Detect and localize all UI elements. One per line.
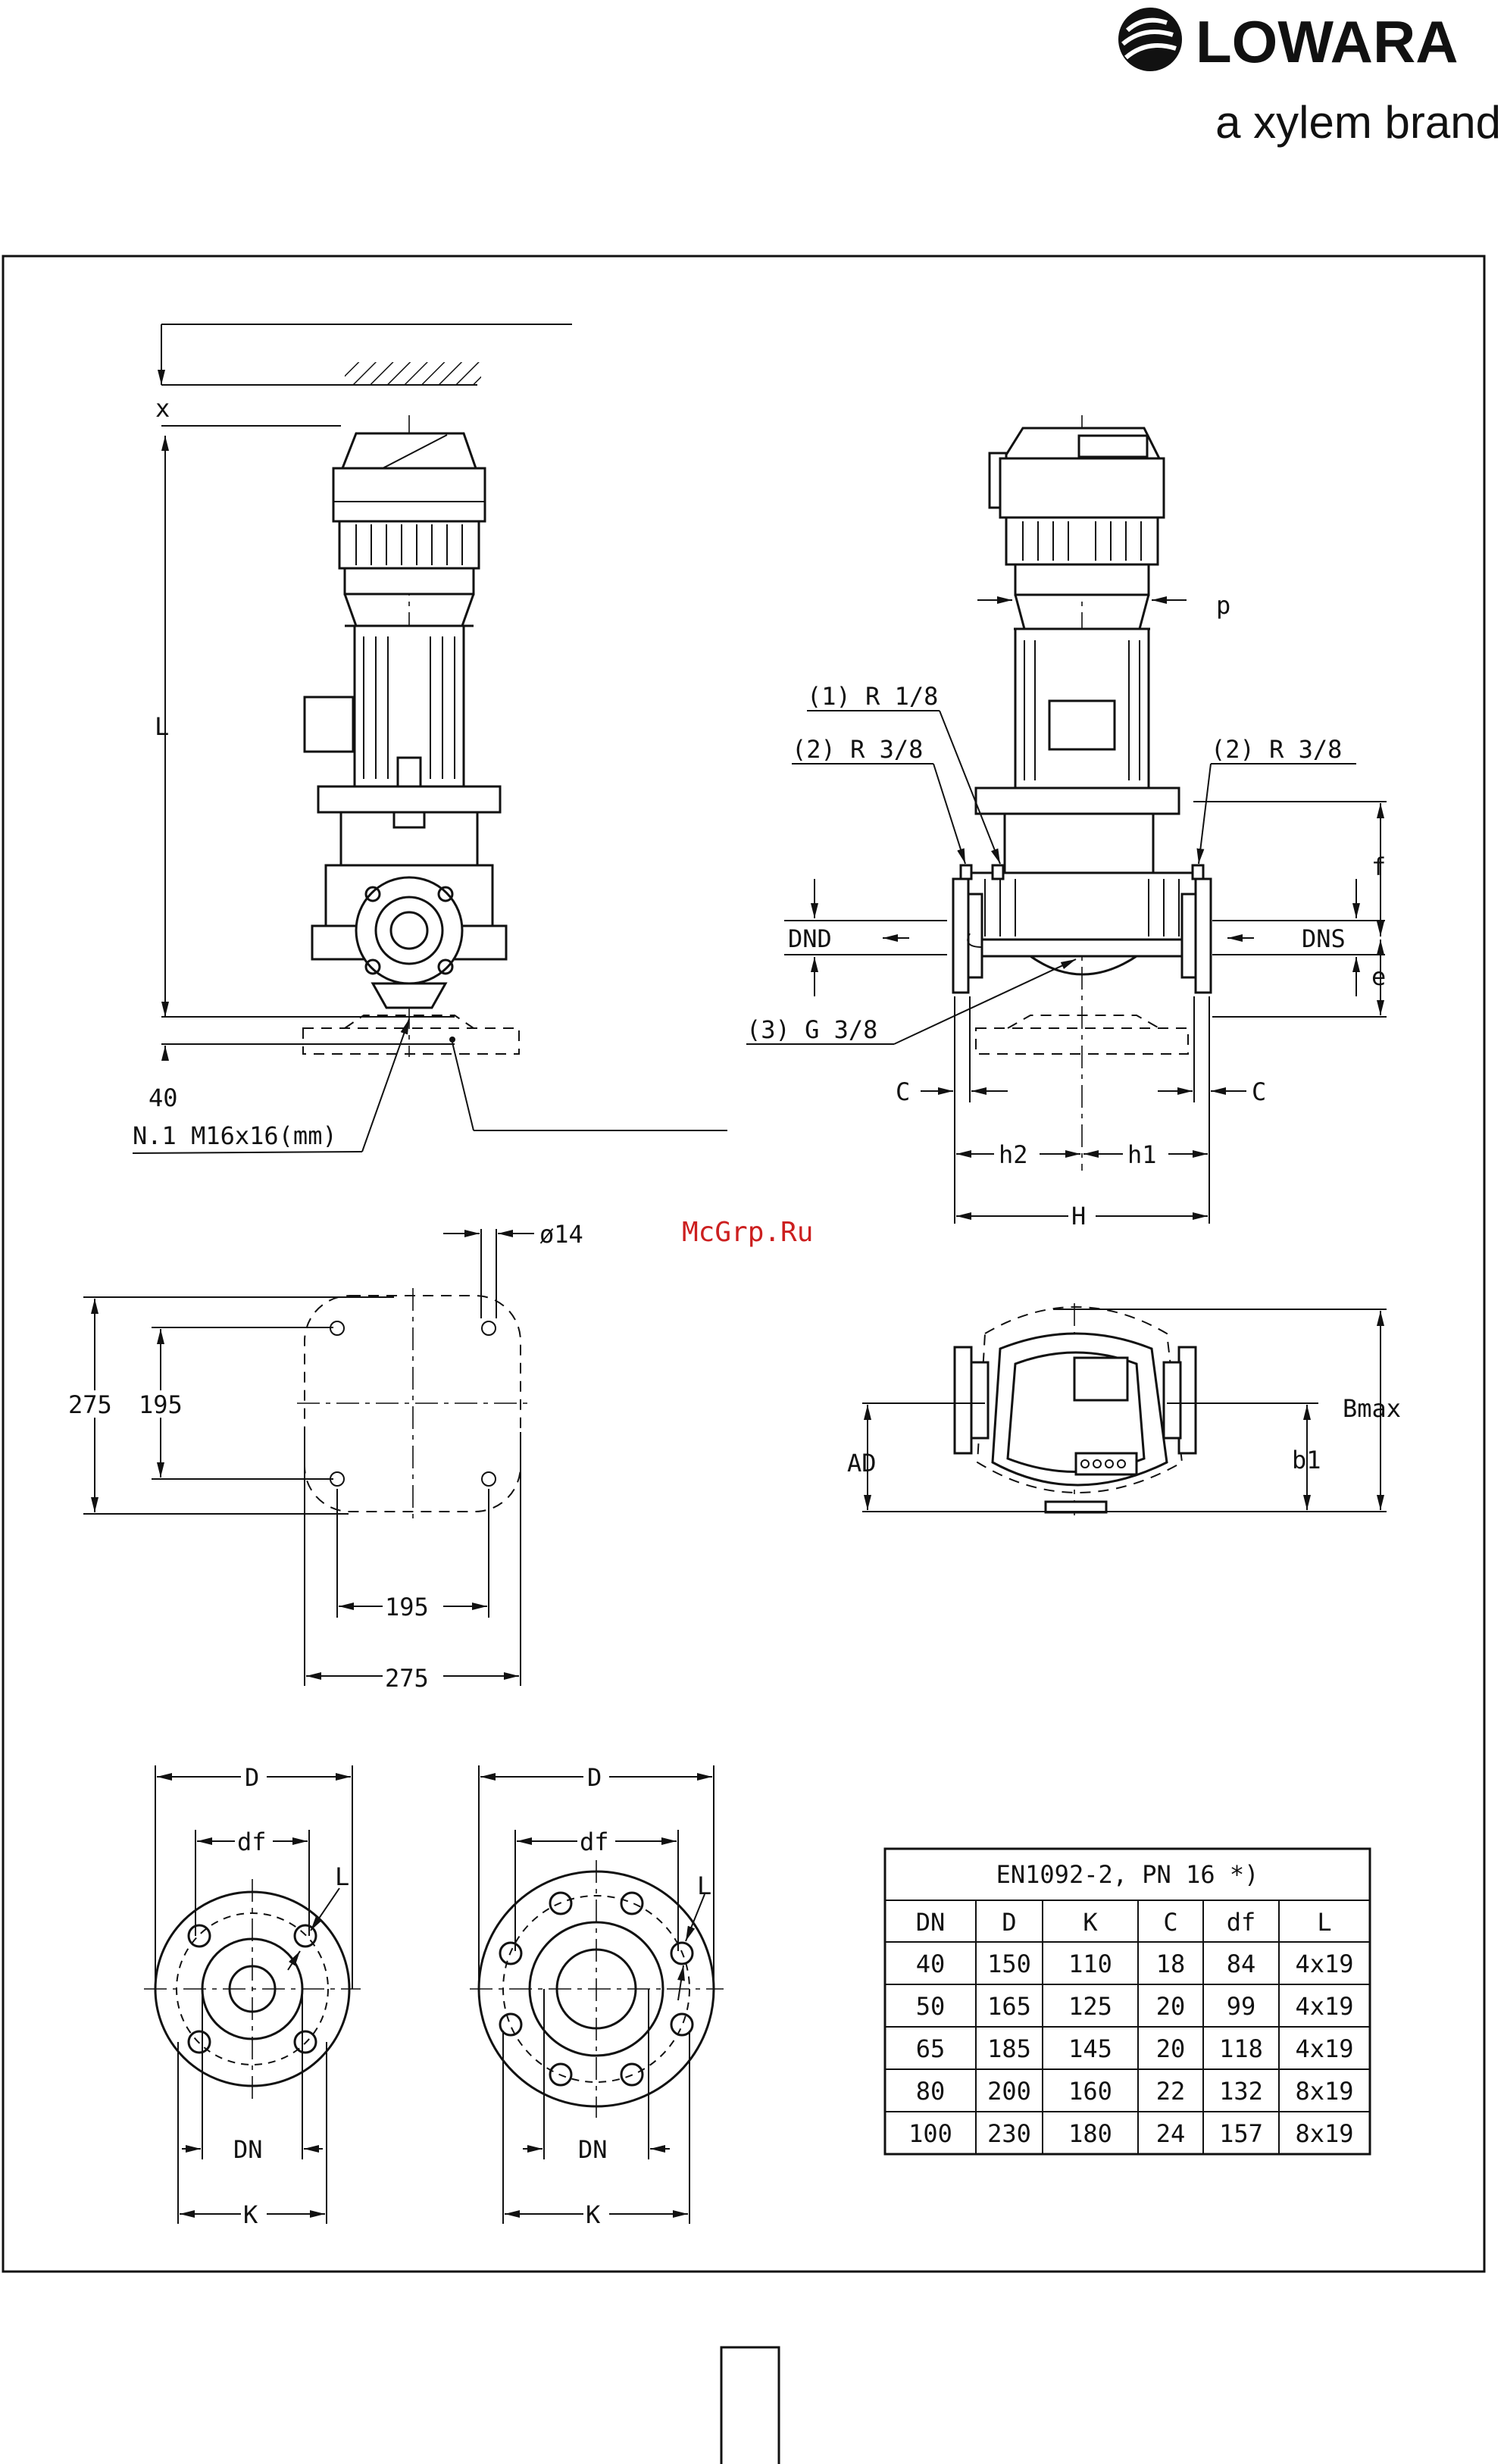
table-cell: 4x19 (1295, 2034, 1353, 2063)
lowara-logo: LOWARA (1118, 8, 1459, 75)
table-title: EN1092-2, PN 16 *) (996, 1860, 1259, 1889)
lowara-swirl-icon (1118, 8, 1182, 71)
table-cell: 65 (916, 2034, 946, 2063)
label-bmax: Bmax (1343, 1394, 1401, 1423)
table-cell: 230 (987, 2119, 1031, 2148)
label-275-horizontal: 275 (385, 1664, 429, 1693)
table-cell: 118 (1219, 2034, 1263, 2063)
table-border (883, 1847, 1371, 2156)
label-c-right: C (1252, 1077, 1266, 1106)
table-cell: 4x19 (1295, 1950, 1353, 1978)
flange4-label-D: D (245, 1763, 259, 1792)
table-cell: 99 (1227, 1992, 1256, 2021)
drawing-frame (2, 255, 1486, 2273)
pump-top-view: Bmax b1 AD (847, 1303, 1401, 1515)
label-r38-right: (2) R 3/8 (1211, 735, 1342, 764)
table-cell: 185 (987, 2034, 1031, 2063)
pump-side-view: x L 40 (132, 324, 727, 1154)
table-cell: 84 (1227, 1950, 1256, 1978)
table-cell: 110 (1068, 1950, 1112, 1978)
label-e: e (1371, 962, 1386, 991)
label-ad: AD (847, 1449, 877, 1477)
label-f: f (1371, 852, 1386, 881)
table-cell: 132 (1219, 2077, 1263, 2106)
label-h1: h1 (1127, 1140, 1157, 1169)
table-column-header: D (1002, 1908, 1016, 1937)
terminal-box-front (1048, 699, 1116, 751)
flange-4-hole: D df L DN K (144, 1762, 361, 2229)
brand-name: LOWARA (1196, 8, 1459, 75)
table-cell: 100 (908, 2119, 952, 2148)
table-column-header: DN (916, 1908, 946, 1937)
flange8-label-df: df (580, 1828, 609, 1856)
flange4-label-df: df (237, 1828, 267, 1856)
page-number-box (720, 2346, 780, 2464)
flange4-label-L: L (335, 1862, 349, 1891)
label-h2: h2 (999, 1140, 1028, 1169)
flange8-label-D: D (587, 1763, 602, 1792)
label-195-horizontal: 195 (385, 1593, 429, 1621)
table-cell: 8x19 (1295, 2077, 1353, 2106)
label-dns: DNS (1302, 924, 1346, 953)
table-cell: 24 (1156, 2119, 1186, 2148)
flange8-label-DN: DN (578, 2135, 608, 2164)
base-plan-view: ø14 275 195 195 275 (64, 1220, 583, 1693)
table-cell: 145 (1068, 2034, 1112, 2063)
flange8-label-L: L (697, 1871, 711, 1900)
label-c-left: C (896, 1077, 910, 1106)
table-cell: 50 (916, 1992, 946, 2021)
table-cell: 165 (987, 1992, 1031, 2021)
label-195-vertical: 195 (139, 1390, 183, 1419)
label-r18: (1) R 1/8 (807, 682, 938, 711)
table-cell: 22 (1156, 2077, 1186, 2106)
terminal-box (303, 696, 355, 753)
table-cell: 200 (987, 2077, 1031, 2106)
table-cell: 157 (1219, 2119, 1263, 2148)
label-x: x (155, 394, 170, 423)
inlet-flange (355, 876, 464, 985)
flange4-label-DN: DN (233, 2135, 263, 2164)
table-column-header: K (1083, 1908, 1098, 1937)
table-cell: 4x19 (1295, 1992, 1353, 2021)
label-p: p (1216, 591, 1230, 620)
label-b1: b1 (1292, 1446, 1321, 1474)
label-40: 40 (149, 1083, 178, 1112)
table-cell: 150 (987, 1950, 1031, 1978)
table-cell: 160 (1068, 2077, 1112, 2106)
pump-front-view: p (1) R 1/8 (2) R 3/8 (2) R 3/8 (746, 415, 1387, 1230)
label-r38-left: (2) R 3/8 (792, 735, 923, 764)
control-display (1073, 1356, 1129, 1402)
label-dnd: DND (788, 924, 832, 953)
table-column-header: C (1163, 1908, 1177, 1937)
brand-tagline: a xylem brand (1215, 97, 1501, 148)
flange-8-hole: D df L DN K (470, 1762, 724, 2229)
table-cell: 8x19 (1295, 2119, 1353, 2148)
table-cell: 20 (1156, 2034, 1186, 2063)
label-L: L (155, 712, 169, 741)
table-cell: 18 (1156, 1950, 1186, 1978)
label-bolt: N.1 M16x16(mm) (133, 1121, 337, 1150)
table-cell: 40 (916, 1950, 946, 1978)
table-cell: 80 (916, 2077, 946, 2106)
ceiling-hatch (345, 362, 481, 385)
watermark: McGrp.Ru (682, 1217, 813, 1248)
table-cell: 180 (1068, 2119, 1112, 2148)
label-H: H (1071, 1202, 1086, 1230)
label-d14: ø14 (539, 1220, 583, 1249)
label-275-vertical: 275 (68, 1390, 112, 1419)
label-g38: (3) G 3/8 (746, 1015, 877, 1044)
table-cell: 20 (1156, 1992, 1186, 2021)
table-column-header: df (1227, 1908, 1256, 1937)
table-cell: 125 (1068, 1992, 1112, 2021)
flange8-label-K: K (586, 2200, 601, 2229)
flange4-label-K: K (243, 2200, 258, 2229)
table-column-header: L (1317, 1908, 1331, 1937)
